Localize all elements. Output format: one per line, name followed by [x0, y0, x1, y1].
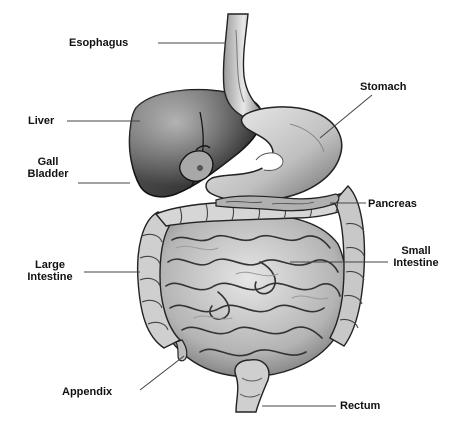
small-intestine-label-line2: Intestine	[386, 257, 446, 269]
stomach-label: Stomach	[360, 81, 406, 93]
small-intestine-label: Small Intestine	[386, 245, 446, 269]
appendix-label: Appendix	[62, 386, 112, 398]
pancreas-label: Pancreas	[368, 198, 417, 210]
liver-label: Liver	[28, 115, 54, 127]
gall-bladder-label-line2: Bladder	[22, 168, 74, 180]
large-intestine-label-line2: Intestine	[14, 271, 86, 283]
appendix-leader	[140, 356, 184, 390]
large-intestine-label-line1: Large	[14, 259, 86, 271]
small-intestine-label-line1: Small	[386, 245, 446, 257]
stomach-leader	[320, 95, 372, 138]
large-intestine-label: Large Intestine	[14, 259, 86, 283]
esophagus-label: Esophagus	[69, 37, 128, 49]
rectum	[235, 360, 269, 412]
esophagus	[223, 14, 264, 118]
rectum-label: Rectum	[340, 400, 380, 412]
gall-bladder-label: Gall Bladder	[22, 156, 74, 180]
gall-bladder-label-line1: Gall	[22, 156, 74, 168]
